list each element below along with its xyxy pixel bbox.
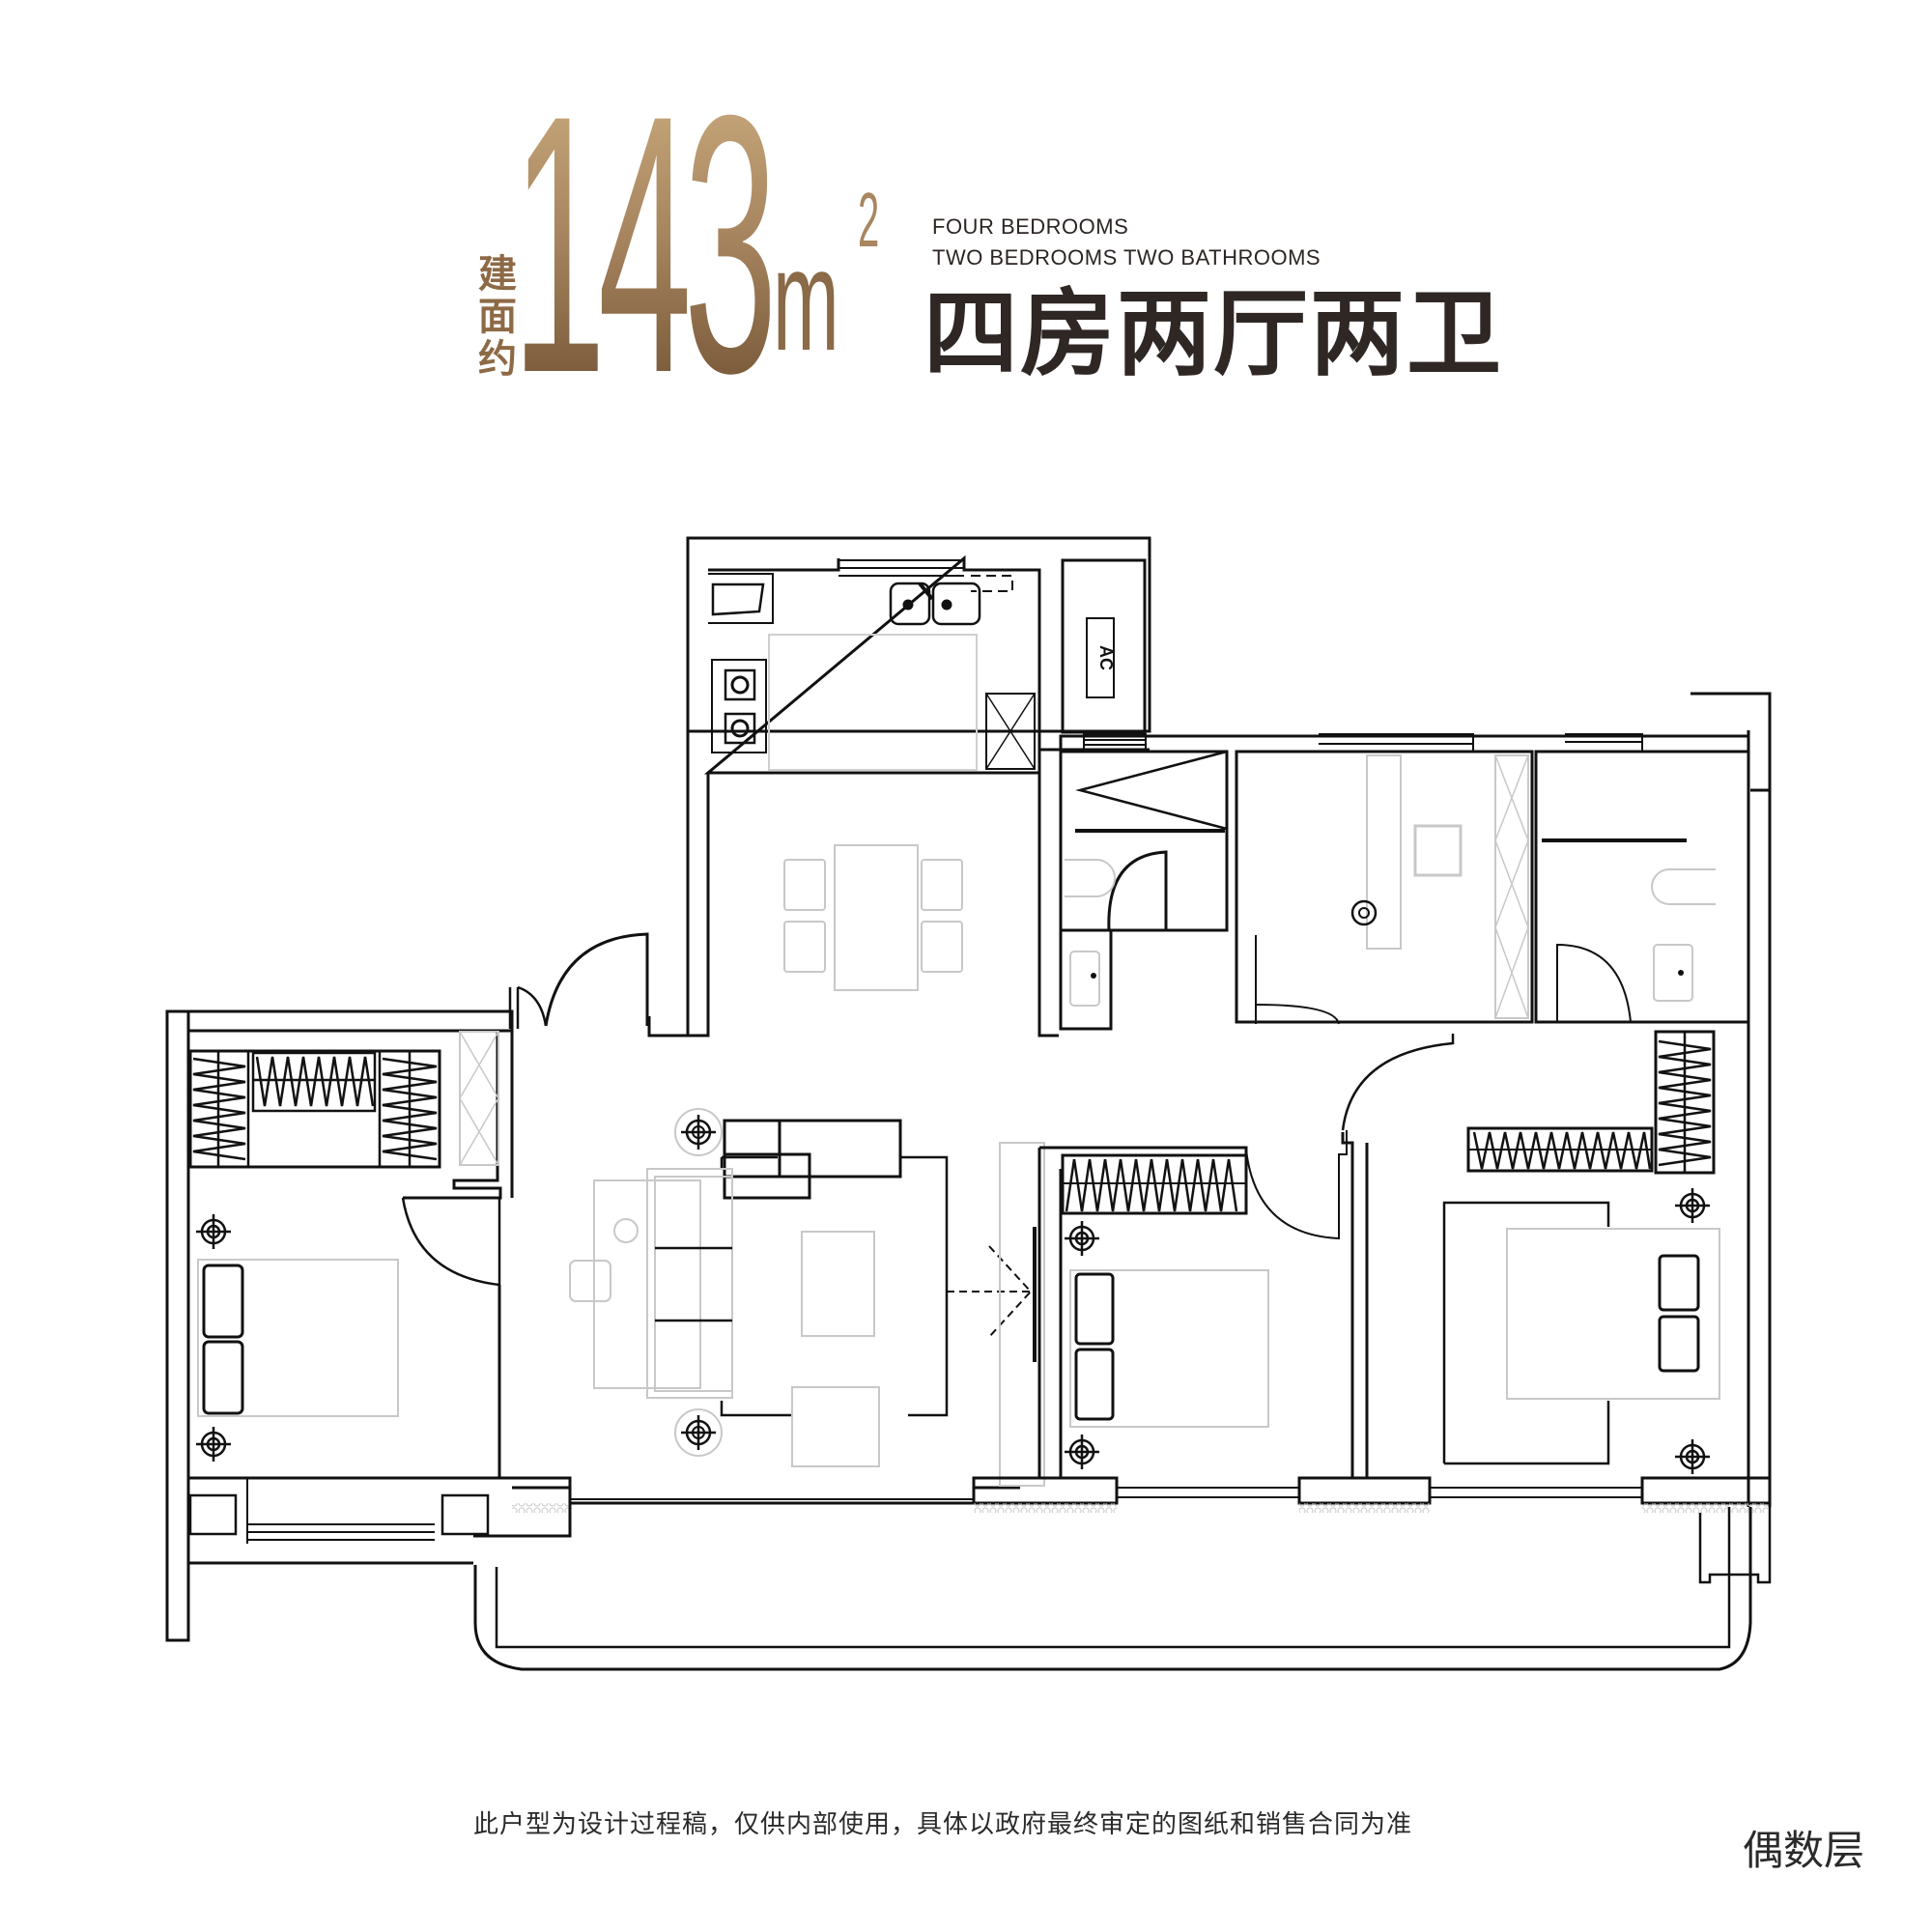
area-prefix-char: 面 (478, 295, 517, 339)
ac-unit-icon: AC (1086, 617, 1116, 698)
title-area: 建 面 约 143 m 2 FOUR BEDROOMS TWO BEDROOMS… (0, 0, 1932, 449)
nightstand-lamp-icon (196, 1214, 231, 1462)
chair-icon (1413, 824, 1463, 877)
floor-lamp-icon (674, 1108, 723, 1457)
south-wall (512, 1476, 1772, 1513)
area-unit-superscript: 2 (858, 177, 880, 263)
coffee-table-icon (801, 1231, 875, 1337)
svg-text:AC: AC (1096, 645, 1116, 670)
balcony-west (188, 1476, 572, 1565)
armchair-icon (791, 1386, 880, 1467)
ac-platform (1061, 558, 1147, 734)
disclaimer-text: 此户型为设计过程稿，仅供内部使用，具体以政府最终审定的图纸和销售合同为准 (473, 1810, 1413, 1839)
exterior-walls (165, 538, 1772, 1642)
area-unit: m (773, 218, 839, 381)
english-line-2: TWO BEDROOMS TWO BATHROOMS (932, 245, 1321, 270)
wardrobe-icon (188, 1049, 441, 1169)
bed-icon (1506, 1228, 1720, 1400)
lamp-icon (1350, 899, 1378, 926)
dining-area (783, 844, 963, 991)
area-value: 143 (512, 39, 778, 449)
bed-icon (197, 1259, 399, 1417)
dining-table-icon (834, 844, 919, 991)
double-sink-icon (889, 582, 981, 626)
bathroom-master (1534, 733, 1750, 1024)
bed-icon (1069, 1269, 1269, 1428)
kitchen: AC (686, 536, 1151, 775)
desk-icon (1366, 754, 1402, 950)
sofa-icon (646, 1168, 733, 1399)
corridor-door (1341, 1034, 1455, 1478)
entrance-door (508, 932, 649, 1029)
toilet-icon (1065, 859, 1116, 897)
balcony-south (473, 1478, 1772, 1671)
basin-icon (1653, 944, 1693, 1002)
study (1235, 733, 1534, 1025)
area-prefix-char: 约 (478, 337, 517, 382)
floor-tag: 偶数层 (1743, 1827, 1865, 1874)
toilet-icon (1651, 868, 1716, 905)
chinese-layout-title: 四房两厅两卫 (923, 279, 1504, 389)
living-room (512, 1108, 1045, 1505)
area-prefix: 建 面 约 (476, 253, 519, 381)
bedroom-middle (1037, 1130, 1348, 1478)
fridge-icon (985, 693, 1036, 770)
bathroom-shared (1059, 733, 1229, 1031)
area-prefix-char: 建 (478, 252, 517, 297)
bedroom-master (1442, 1030, 1720, 1474)
basin-icon (1069, 951, 1100, 1007)
english-line-1: FOUR BEDROOMS (932, 214, 1129, 239)
stove-icon (711, 659, 767, 753)
bedroom-west (188, 1029, 514, 1478)
